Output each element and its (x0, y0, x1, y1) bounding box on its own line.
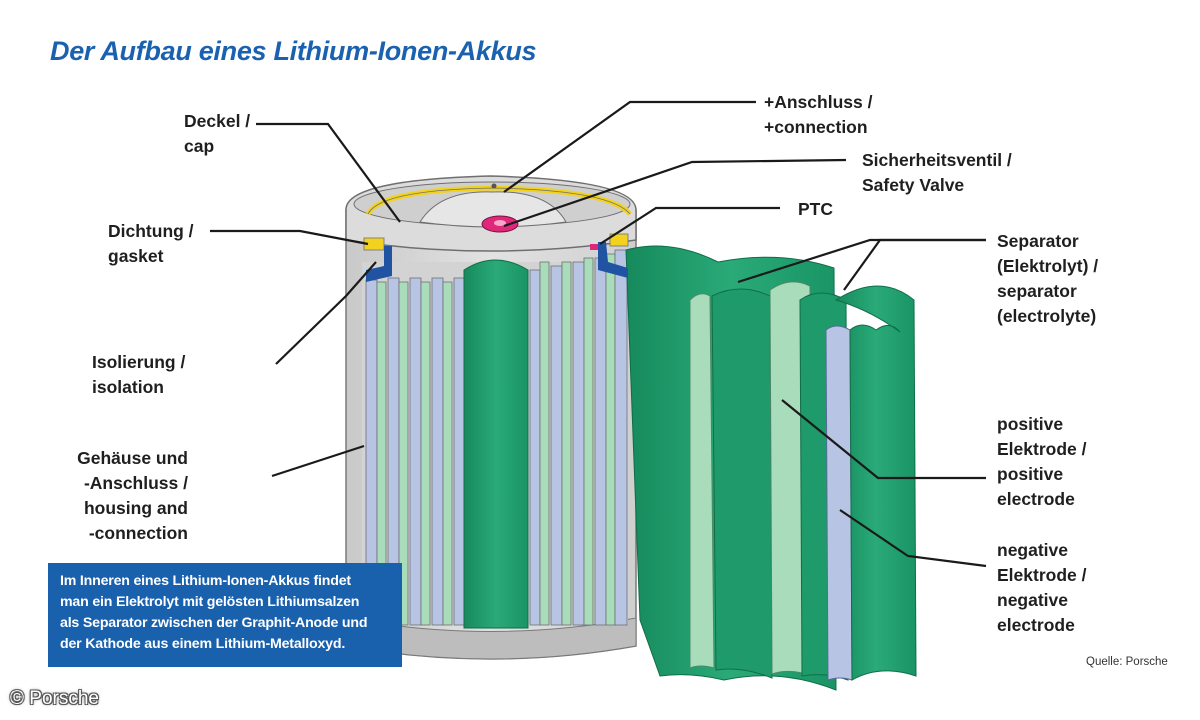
label-anschluss: +Anschluss / +connection (764, 92, 873, 137)
sheet-roll-outer (834, 285, 917, 681)
sheet-light-1 (689, 293, 715, 669)
label-gehaeuse: Gehäuse und -Anschluss / housing and -co… (77, 448, 188, 543)
gasket-right-yellow (609, 233, 629, 247)
label-dichtung: Dichtung / gasket (108, 221, 194, 266)
electrode-core (463, 259, 529, 629)
gasket-left-blue (366, 246, 392, 282)
label-ptc: PTC (798, 199, 833, 219)
label-positive-electrode: positive Elektrode / positive electrode (997, 414, 1087, 509)
plus-terminal (491, 183, 497, 189)
info-box: Im Inneren eines Lithium-Ionen-Akkus fin… (48, 563, 402, 667)
label-separator: Separator (Elektrolyt) / separator (elec… (997, 231, 1099, 326)
diagram-title: Der Aufbau eines Lithium-Ionen-Akkus (50, 36, 537, 66)
label-ventil: Sicherheitsventil / Safety Valve (862, 150, 1012, 195)
electrode-strips-right (529, 249, 628, 626)
label-deckel: Deckel / cap (184, 111, 251, 156)
housing-floor (345, 617, 637, 660)
copyright-watermark: © Porsche (10, 688, 99, 709)
leader-lines (210, 100, 987, 568)
ptc-element (590, 244, 598, 250)
sheet-blue (825, 325, 853, 681)
source-credit: Quelle: Porsche (1086, 656, 1168, 668)
label-negative-electrode: negative Elektrode / negative electrode (997, 540, 1087, 635)
label-isolierung: Isolierung / isolation (92, 352, 186, 397)
gasket-right-blue (598, 242, 628, 278)
sheet-dark-1 (711, 288, 773, 679)
